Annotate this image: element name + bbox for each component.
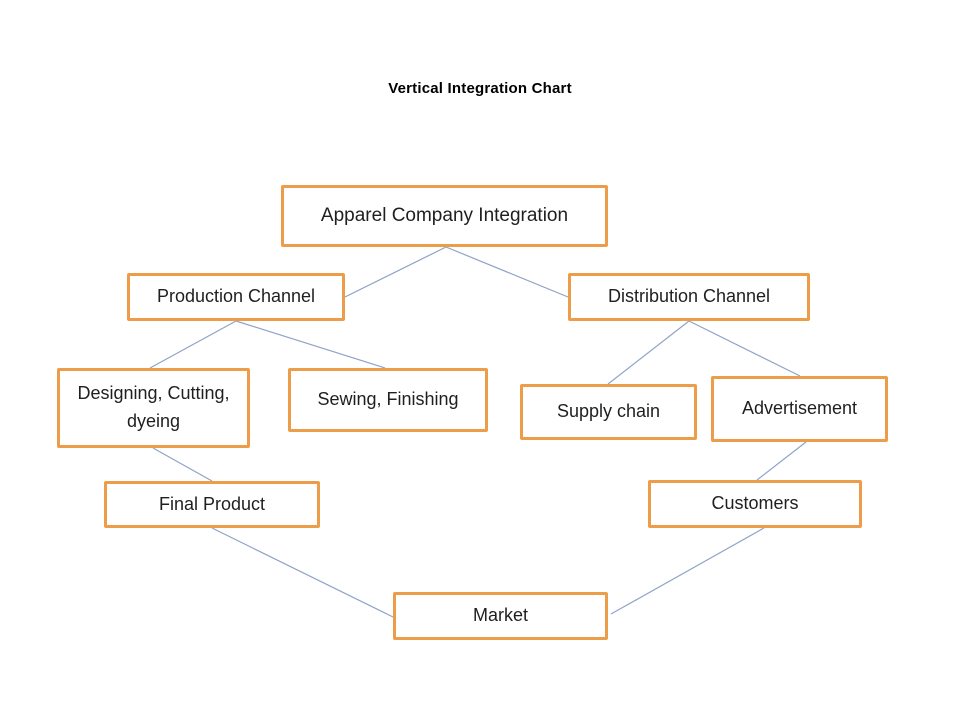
node-apparel-company-integration: Apparel Company Integration (281, 185, 608, 247)
connector-distribution-supply (607, 320, 690, 385)
node-sewing-finishing: Sewing, Finishing (288, 368, 488, 432)
node-customers: Customers (648, 480, 862, 528)
connector-designing-final-product (152, 447, 213, 482)
connector-production-designing (149, 320, 237, 369)
connector-apparel-production (344, 246, 447, 298)
node-supply-chain: Supply chain (520, 384, 697, 440)
diagram-title: Vertical Integration Chart (388, 80, 572, 97)
node-production-channel: Production Channel (127, 273, 345, 321)
connector-apparel-distribution (445, 246, 569, 298)
node-designing-cutting-dyeing: Designing, Cutting, dyeing (57, 368, 250, 448)
connector-customers-market (610, 527, 765, 615)
connector-final-product-market (211, 527, 394, 618)
node-market: Market (393, 592, 608, 640)
connector-distribution-advertisement (688, 320, 801, 377)
node-final-product: Final Product (104, 481, 320, 528)
node-distribution-channel: Distribution Channel (568, 273, 810, 321)
node-advertisement: Advertisement (711, 376, 888, 442)
connector-production-sewing (235, 320, 386, 369)
connector-advertisement-customers (756, 441, 807, 481)
